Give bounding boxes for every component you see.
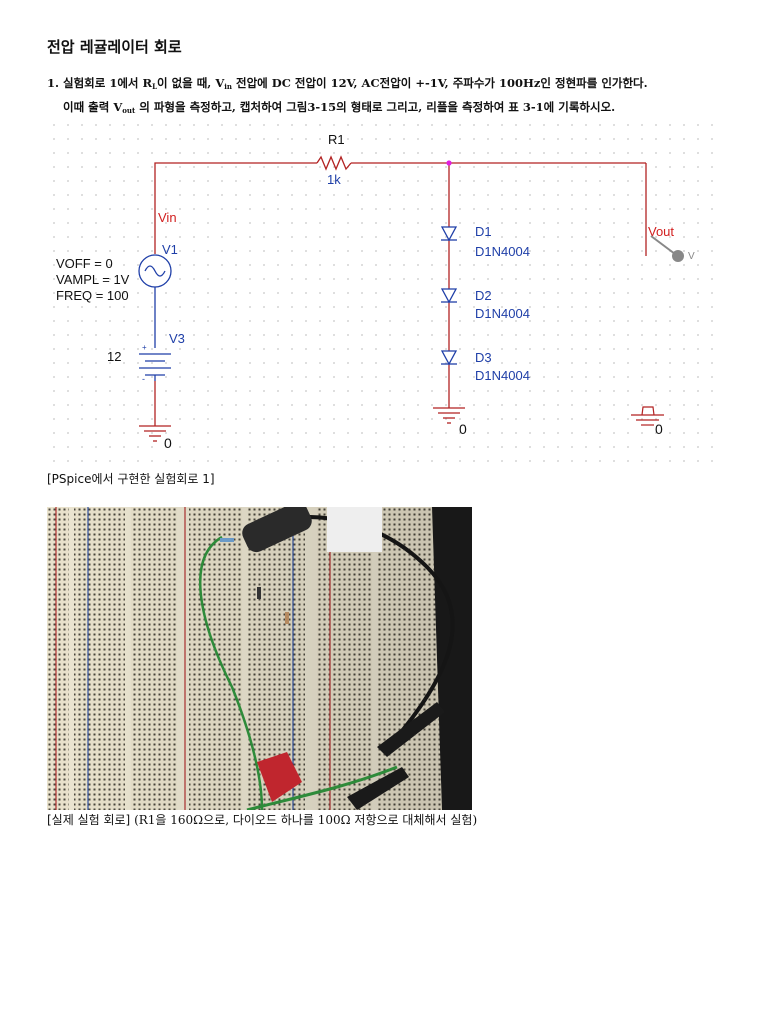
pspice-schematic: R1 1k Vin V1 VOFF = 0 VAMPL = 1V FREQ = …	[47, 118, 719, 463]
r1-name: R1	[328, 132, 345, 147]
ground-symbol-icon	[433, 407, 465, 424]
instruction-line-1: 1. 실험회로 1에서 RL이 없을 때, Vin 전압에 DC 전압이 12V…	[47, 73, 722, 97]
text-run: 이 없을 때, V	[156, 76, 225, 90]
d3-name: D3	[475, 350, 492, 365]
text-run: 의 파형을 측정하고, 캡처하여 그림3-15의 형태로 그리고, 리플을 측정…	[135, 100, 616, 114]
vin-subscript: in	[224, 82, 232, 91]
d2-part: D1N4004	[475, 306, 530, 321]
ground-symbol-icon	[139, 425, 171, 442]
breadboard-photo-image	[47, 507, 472, 810]
probe-label: V	[688, 251, 695, 262]
text-run: 1. 실험회로 1에서 R	[47, 76, 153, 90]
v3-minus: -	[142, 374, 145, 384]
r1-value: 1k	[327, 172, 341, 187]
text-run: 이때 출력 V	[63, 100, 123, 114]
vout-net-label: Vout	[648, 224, 674, 239]
diodes	[440, 226, 458, 366]
d1-part: D1N4004	[475, 244, 530, 259]
v1-freq: FREQ = 100	[56, 288, 129, 303]
caption-part-1: [실제 실험 회로]	[47, 813, 135, 827]
ground-label-1: 0	[164, 435, 172, 451]
ground-label-3: 0	[655, 421, 663, 437]
breadboard-photo	[47, 507, 472, 810]
v3-battery-icon	[139, 353, 171, 381]
d2-diode-icon	[440, 288, 458, 304]
v1-voff: VOFF = 0	[56, 256, 113, 271]
text-run: 전압에 DC 전압이 12V, AC전압이 +-1V, 주파수가 100Hz인 …	[232, 76, 648, 90]
v3-value: 12	[107, 349, 121, 364]
ground-symbol-icon	[631, 406, 664, 426]
vin-net-label: Vin	[158, 210, 177, 225]
d3-diode-icon	[440, 350, 458, 366]
circuit-wires	[154, 162, 647, 426]
d1-name: D1	[475, 224, 492, 239]
voltage-probe-icon[interactable]	[672, 250, 684, 262]
photo-caption: [실제 실험 회로] (R1을 160Ω으로, 다이오드 하나를 100Ω 저항…	[47, 811, 477, 828]
v3-plus: +	[142, 343, 147, 352]
d2-name: D2	[475, 288, 492, 303]
wire-vin-top	[154, 162, 317, 254]
v1-vampl: VAMPL = 1V	[56, 272, 130, 287]
d1-diode-icon	[440, 226, 458, 242]
d3-part: D1N4004	[475, 368, 530, 383]
v3-name: V3	[169, 331, 185, 346]
sine-wave-icon	[144, 265, 166, 277]
schematic-canvas: R1 1k Vin V1 VOFF = 0 VAMPL = 1V FREQ = …	[56, 132, 695, 451]
probe-stem	[650, 235, 676, 255]
caption-part-2: (R1을 160Ω으로, 다이오드 하나를 100Ω 저항으로 대체해서 실험)	[134, 813, 478, 827]
instruction-paragraph: 1. 실험회로 1에서 RL이 없을 때, Vin 전압에 DC 전압이 12V…	[47, 73, 722, 121]
rl-subscript: L	[152, 82, 157, 91]
instruction-line-2: 이때 출력 Vout 의 파형을 측정하고, 캡처하여 그림3-15의 형태로 …	[47, 97, 722, 121]
section-heading: 전압 레귤레이터 회로	[47, 38, 182, 56]
junction-node	[446, 160, 452, 166]
vout-subscript: out	[122, 106, 136, 115]
ground-label-2: 0	[459, 421, 467, 437]
r1-resistor	[316, 155, 352, 171]
v1-name: V1	[162, 242, 178, 257]
schematic-caption: [PSpice에서 구현한 실험회로 1]	[47, 472, 215, 486]
